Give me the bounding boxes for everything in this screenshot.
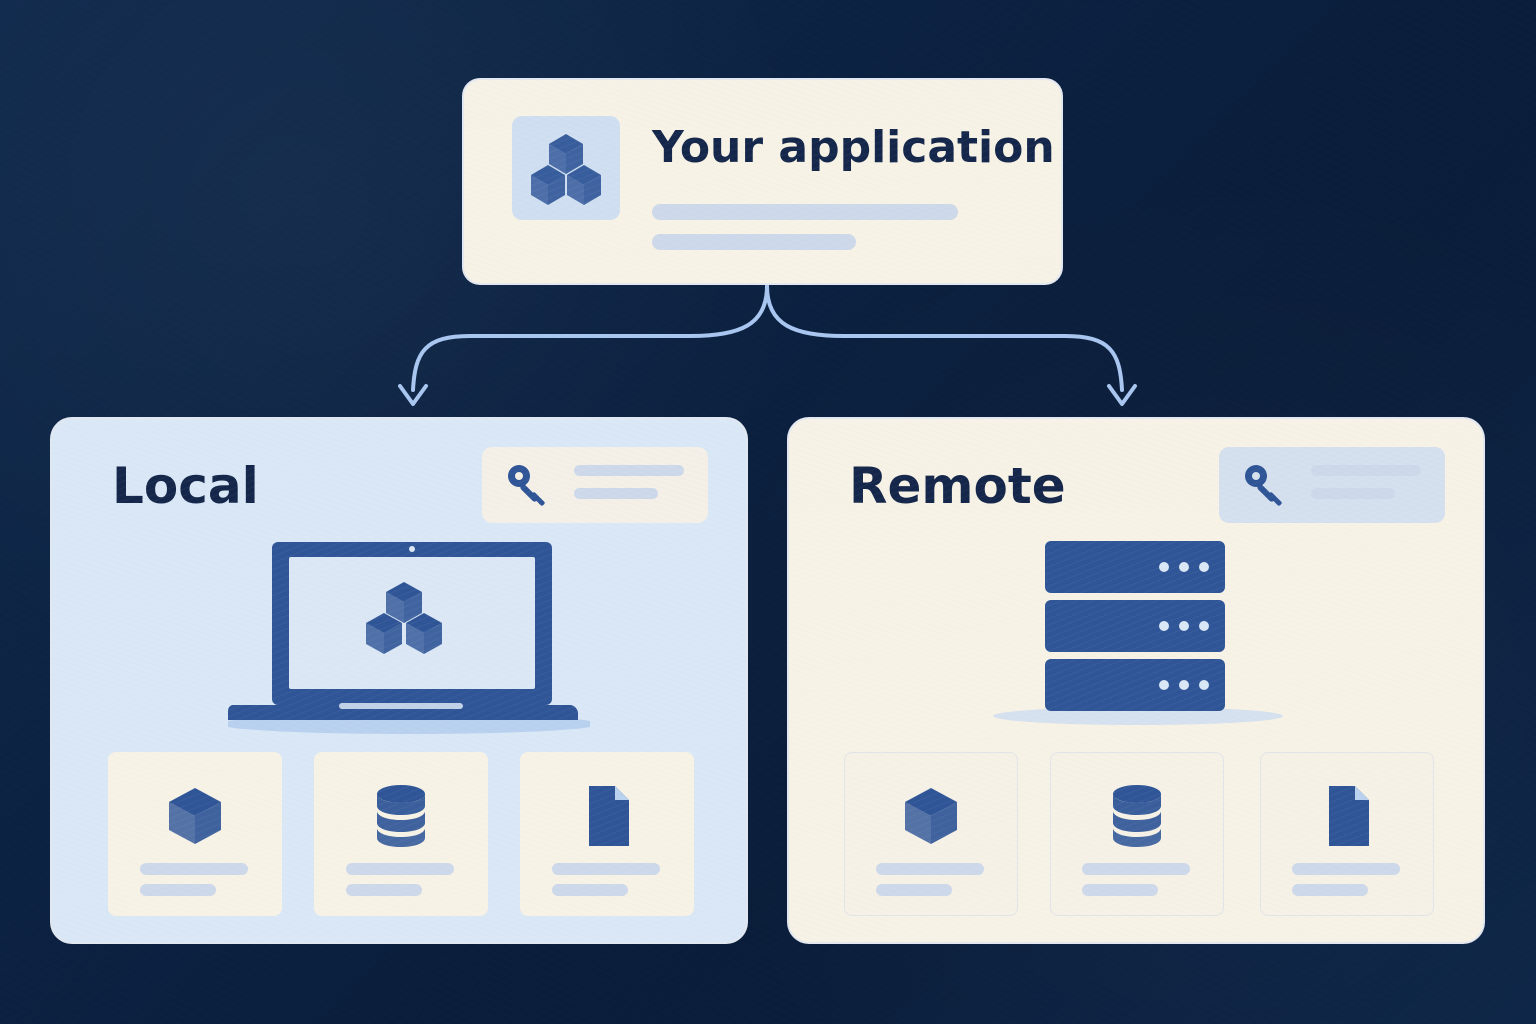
local-item-line [346,863,454,875]
remote-title: Remote [849,457,1066,515]
remote-credential-line [1311,465,1421,476]
local-item-line [140,884,216,896]
key-icon [1245,465,1282,506]
remote-panel: Remote [787,417,1485,944]
local-item-line [552,863,660,875]
blocks-icon [531,134,601,205]
application-title: Your application [652,122,1055,173]
remote-item-line [876,884,952,896]
local-credential-line [574,488,658,499]
local-credential-box [482,447,708,523]
local-item-card [108,752,282,916]
file-icon [589,786,629,846]
laptop-icon [228,542,590,734]
local-credential-line [574,465,684,476]
local-title: Local [112,457,259,515]
local-item-line [140,863,248,875]
remote-item-card [1050,752,1224,916]
local-item-card [314,752,488,916]
remote-item-line [1082,863,1190,875]
database-icon [1113,785,1161,847]
remote-credential-box [1219,447,1445,523]
local-item-card [520,752,694,916]
local-panel: Local [50,417,748,944]
file-icon [1329,786,1369,846]
application-placeholder-line [652,204,958,220]
remote-item-line [1292,863,1400,875]
key-icon [508,465,545,506]
local-item-line [346,884,422,896]
database-icon [377,785,425,847]
remote-credential-line [1311,488,1395,499]
application-placeholder-line [652,234,856,250]
remote-item-line [1292,884,1368,896]
remote-item-card [1260,752,1434,916]
remote-item-card [844,752,1018,916]
application-card: Your application [462,78,1063,285]
local-item-line [552,884,628,896]
cube-icon [905,788,957,844]
remote-item-line [1082,884,1158,896]
cube-icon [169,788,221,844]
application-icon-container [512,116,620,220]
remote-item-line [876,863,984,875]
server-icon [993,541,1283,725]
